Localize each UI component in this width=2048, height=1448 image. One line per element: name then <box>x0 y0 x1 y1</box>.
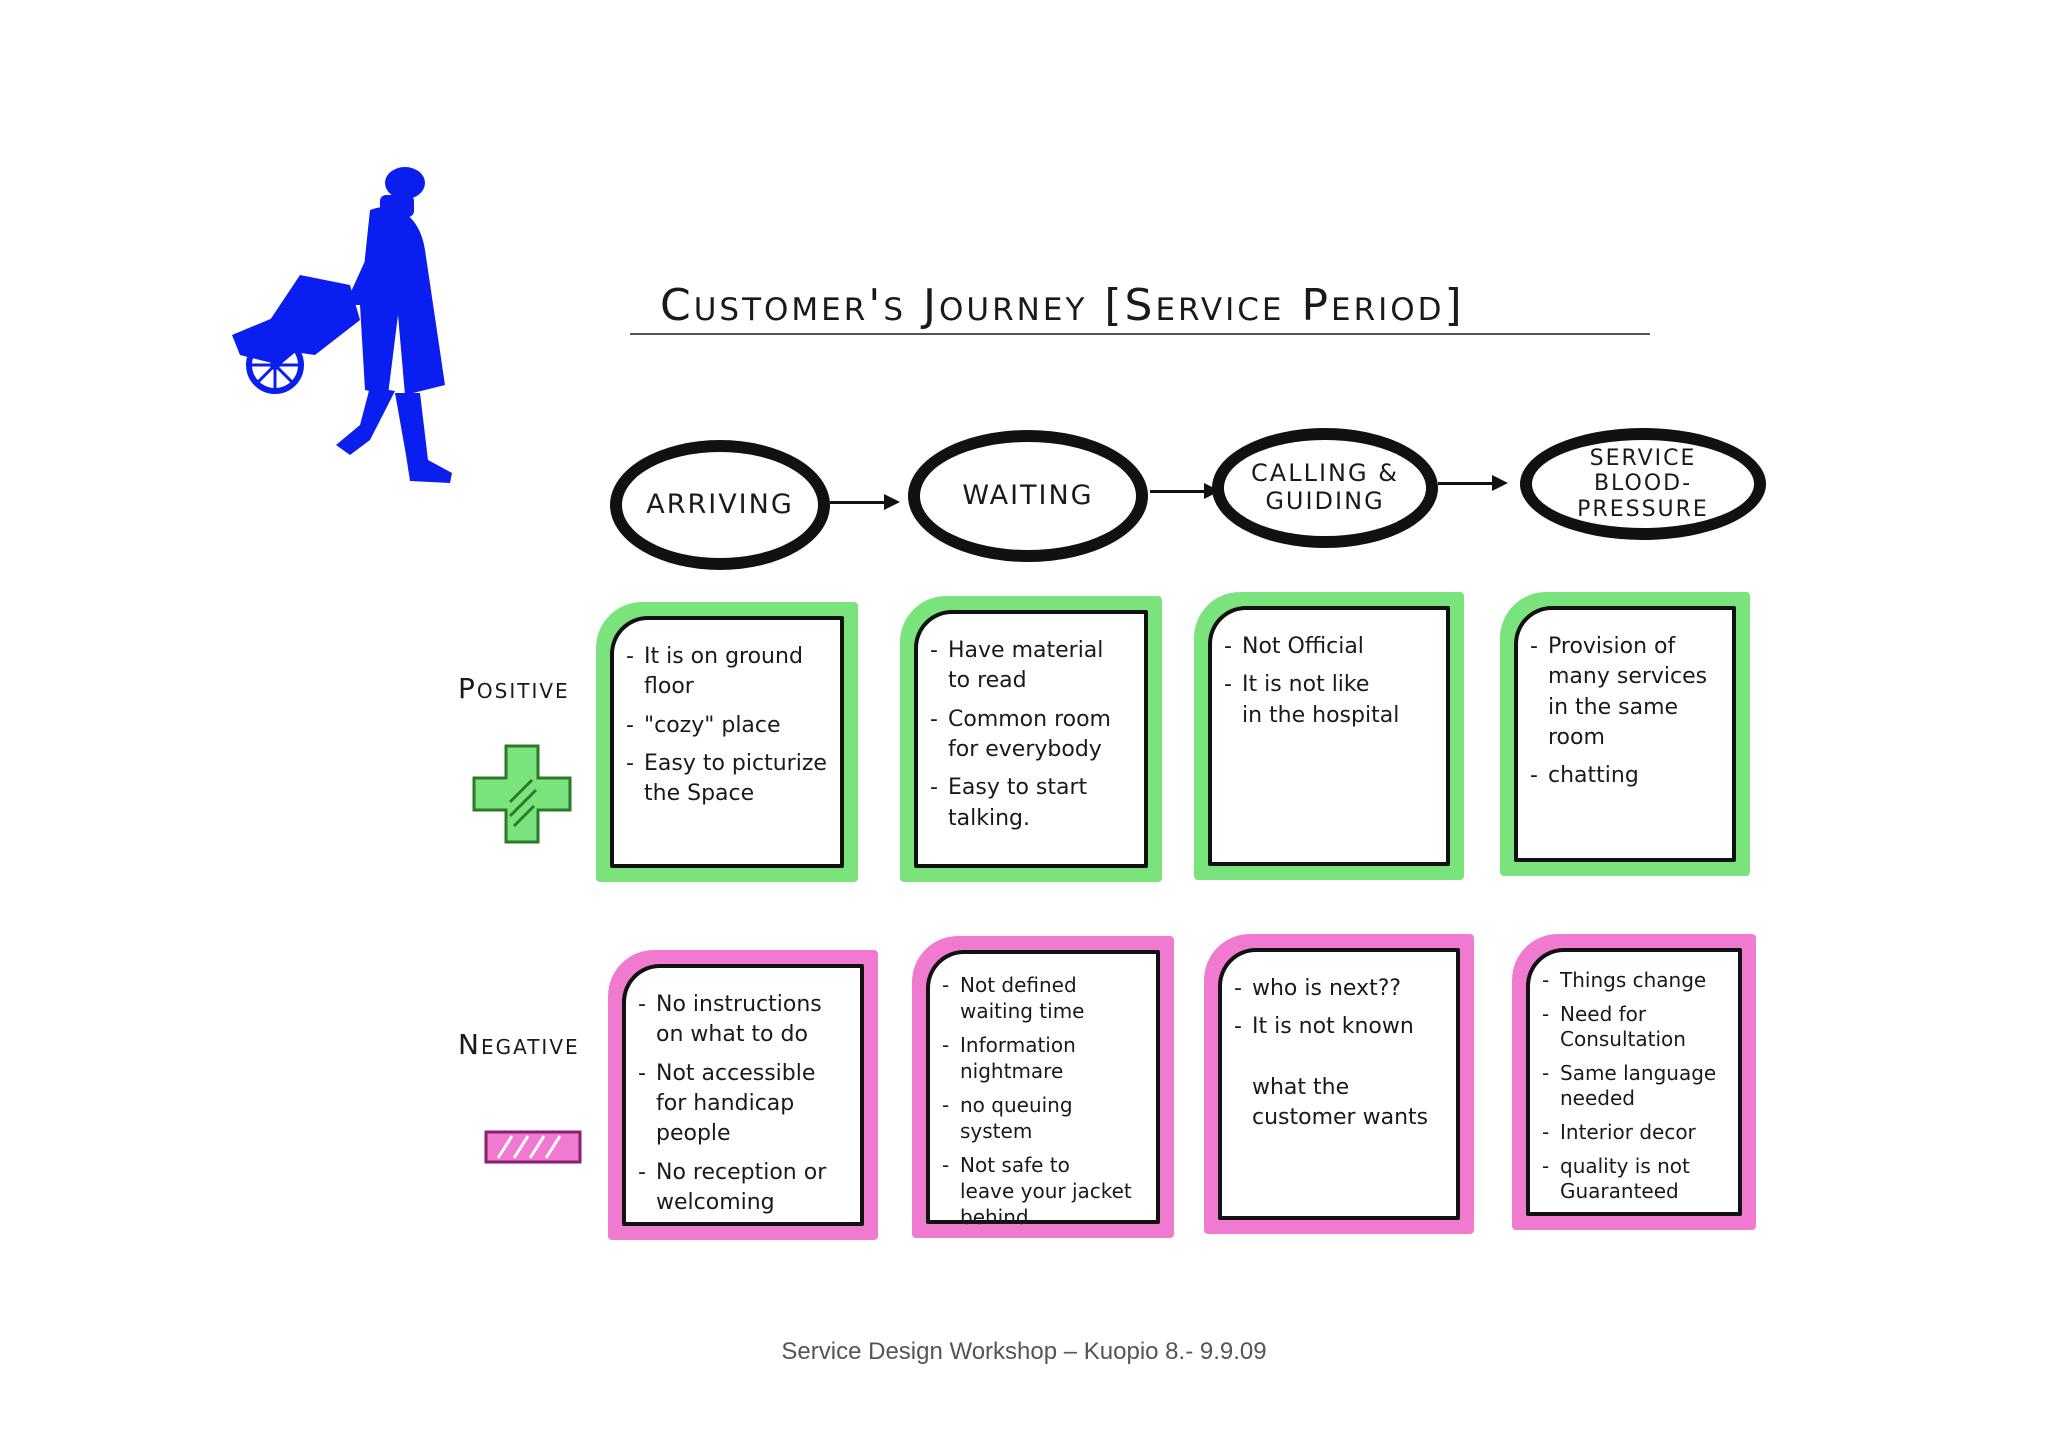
stage-arriving: ARRIVING <box>610 440 830 570</box>
card-item: Information nightmare <box>942 1032 1146 1084</box>
card-item: "cozy" place <box>626 711 830 742</box>
positive-card-waiting: Have material to read Common room for ev… <box>900 596 1162 882</box>
flow-arrow <box>1150 483 1220 499</box>
negative-card-waiting: Not defined waiting time Information nig… <box>912 936 1174 1238</box>
card-item: Same language needed <box>1542 1061 1728 1112</box>
card-item: who is next?? <box>1234 974 1446 1005</box>
positive-card-arriving: It is on ground floor "cozy" place Easy … <box>596 602 858 882</box>
plus-icon <box>472 744 572 844</box>
card-item: No reception or welcoming <box>638 1158 850 1219</box>
card-item: Easy to start talking. <box>930 773 1134 834</box>
stage-label: CALLING & GUIDING <box>1251 459 1399 515</box>
positive-card-service: Provision of many services in the same r… <box>1500 592 1750 876</box>
card-item: Not accessible for handicap people <box>638 1059 850 1150</box>
stage-waiting: WAITING <box>908 430 1148 562</box>
negative-card-service: Things change Need for Consultation Same… <box>1512 934 1756 1230</box>
stage-service-blood-pressure: SERVICE BLOOD-PRESSURE <box>1520 428 1766 540</box>
card-item: no queuing system <box>942 1092 1146 1144</box>
card-item: Not defined waiting time <box>942 972 1146 1024</box>
card-item: Interior decor <box>1542 1120 1728 1146</box>
title-underline <box>630 333 1650 335</box>
stage-calling-guiding: CALLING & GUIDING <box>1212 428 1438 548</box>
negative-card-calling-guiding: who is next?? It is not known what the c… <box>1204 934 1474 1234</box>
positive-row-label: Positive <box>458 672 570 705</box>
card-item: It is not known what the customer wants <box>1234 1012 1446 1133</box>
stage-label: SERVICE BLOOD-PRESSURE <box>1577 446 1709 522</box>
person-with-trolley-illustration <box>232 167 452 483</box>
card-item: It is not like in the hospital <box>1224 670 1436 731</box>
card-item: No instructions on what to do <box>638 990 850 1051</box>
minus-icon <box>484 1130 582 1164</box>
positive-card-calling-guiding: Not Official It is not like in the hospi… <box>1194 592 1464 880</box>
card-item: Easy to picturize the Space <box>626 749 830 810</box>
card-item: Provision of many services in the same r… <box>1530 632 1722 753</box>
card-item: Things change <box>1542 968 1728 994</box>
card-item: chatting <box>1530 761 1722 792</box>
card-item: quality is not Guaranteed <box>1542 1154 1728 1205</box>
flow-arrow <box>1438 475 1508 491</box>
card-item: It is on ground floor <box>626 642 830 703</box>
card-item: Need for Consultation <box>1542 1002 1728 1053</box>
card-item: Have material to read <box>930 636 1134 697</box>
flow-arrow <box>830 494 900 510</box>
negative-card-arriving: No instructions on what to do Not access… <box>608 950 878 1240</box>
stage-label: WAITING <box>962 480 1094 512</box>
diagram-title: Customer's Journey [Service Period] <box>660 280 1465 331</box>
negative-row-label: Negative <box>458 1028 580 1061</box>
card-item: Not safe to leave your jacket behind <box>942 1152 1146 1230</box>
card-item: Not Official <box>1224 632 1436 663</box>
page-footer: Service Design Workshop – Kuopio 8.- 9.9… <box>781 1338 1267 1365</box>
card-item: Common room for everybody <box>930 705 1134 766</box>
stage-label: ARRIVING <box>646 489 794 521</box>
